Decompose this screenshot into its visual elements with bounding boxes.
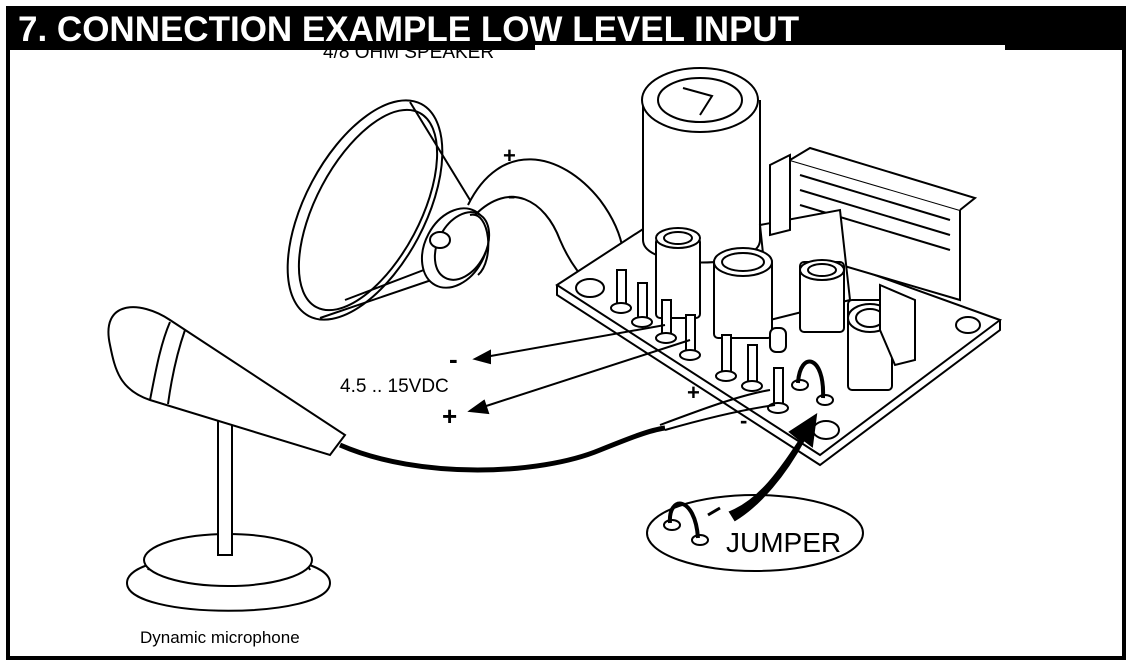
supply-arrows [467,324,691,415]
page-title: 7. CONNECTION EXAMPLE LOW LEVEL INPUT [18,10,800,49]
board-jumper-wire [796,359,826,399]
jumper-loose-end [707,506,721,517]
jumper-detail [646,494,864,572]
jumper-label: JUMPER [726,527,842,558]
input-wire-minus [664,404,776,431]
input-wire-plus [659,389,771,426]
title-bar-gap [535,45,1005,55]
supply-plus-sign: + [442,401,458,431]
microphone-drawing [107,306,347,612]
speaker-plus-sign: + [503,143,516,168]
microphone-cable [338,425,666,473]
supply-minus-sign: - [449,344,458,374]
speaker-label: 4/8 OHM SPEAKER [323,44,495,62]
jumper-wire [667,501,700,539]
speaker-drawing [286,99,491,321]
speaker-minus-sign: - [508,183,516,208]
input-plus-sign: + [687,380,700,405]
input-minus-sign: - [740,408,748,433]
amplifier-board [555,67,1003,467]
jumper-arrow [728,412,818,522]
supply-voltage-label: 4.5 .. 15VDC [340,376,449,397]
title-bar [7,7,1126,50]
microphone-label: Dynamic microphone [140,628,300,647]
